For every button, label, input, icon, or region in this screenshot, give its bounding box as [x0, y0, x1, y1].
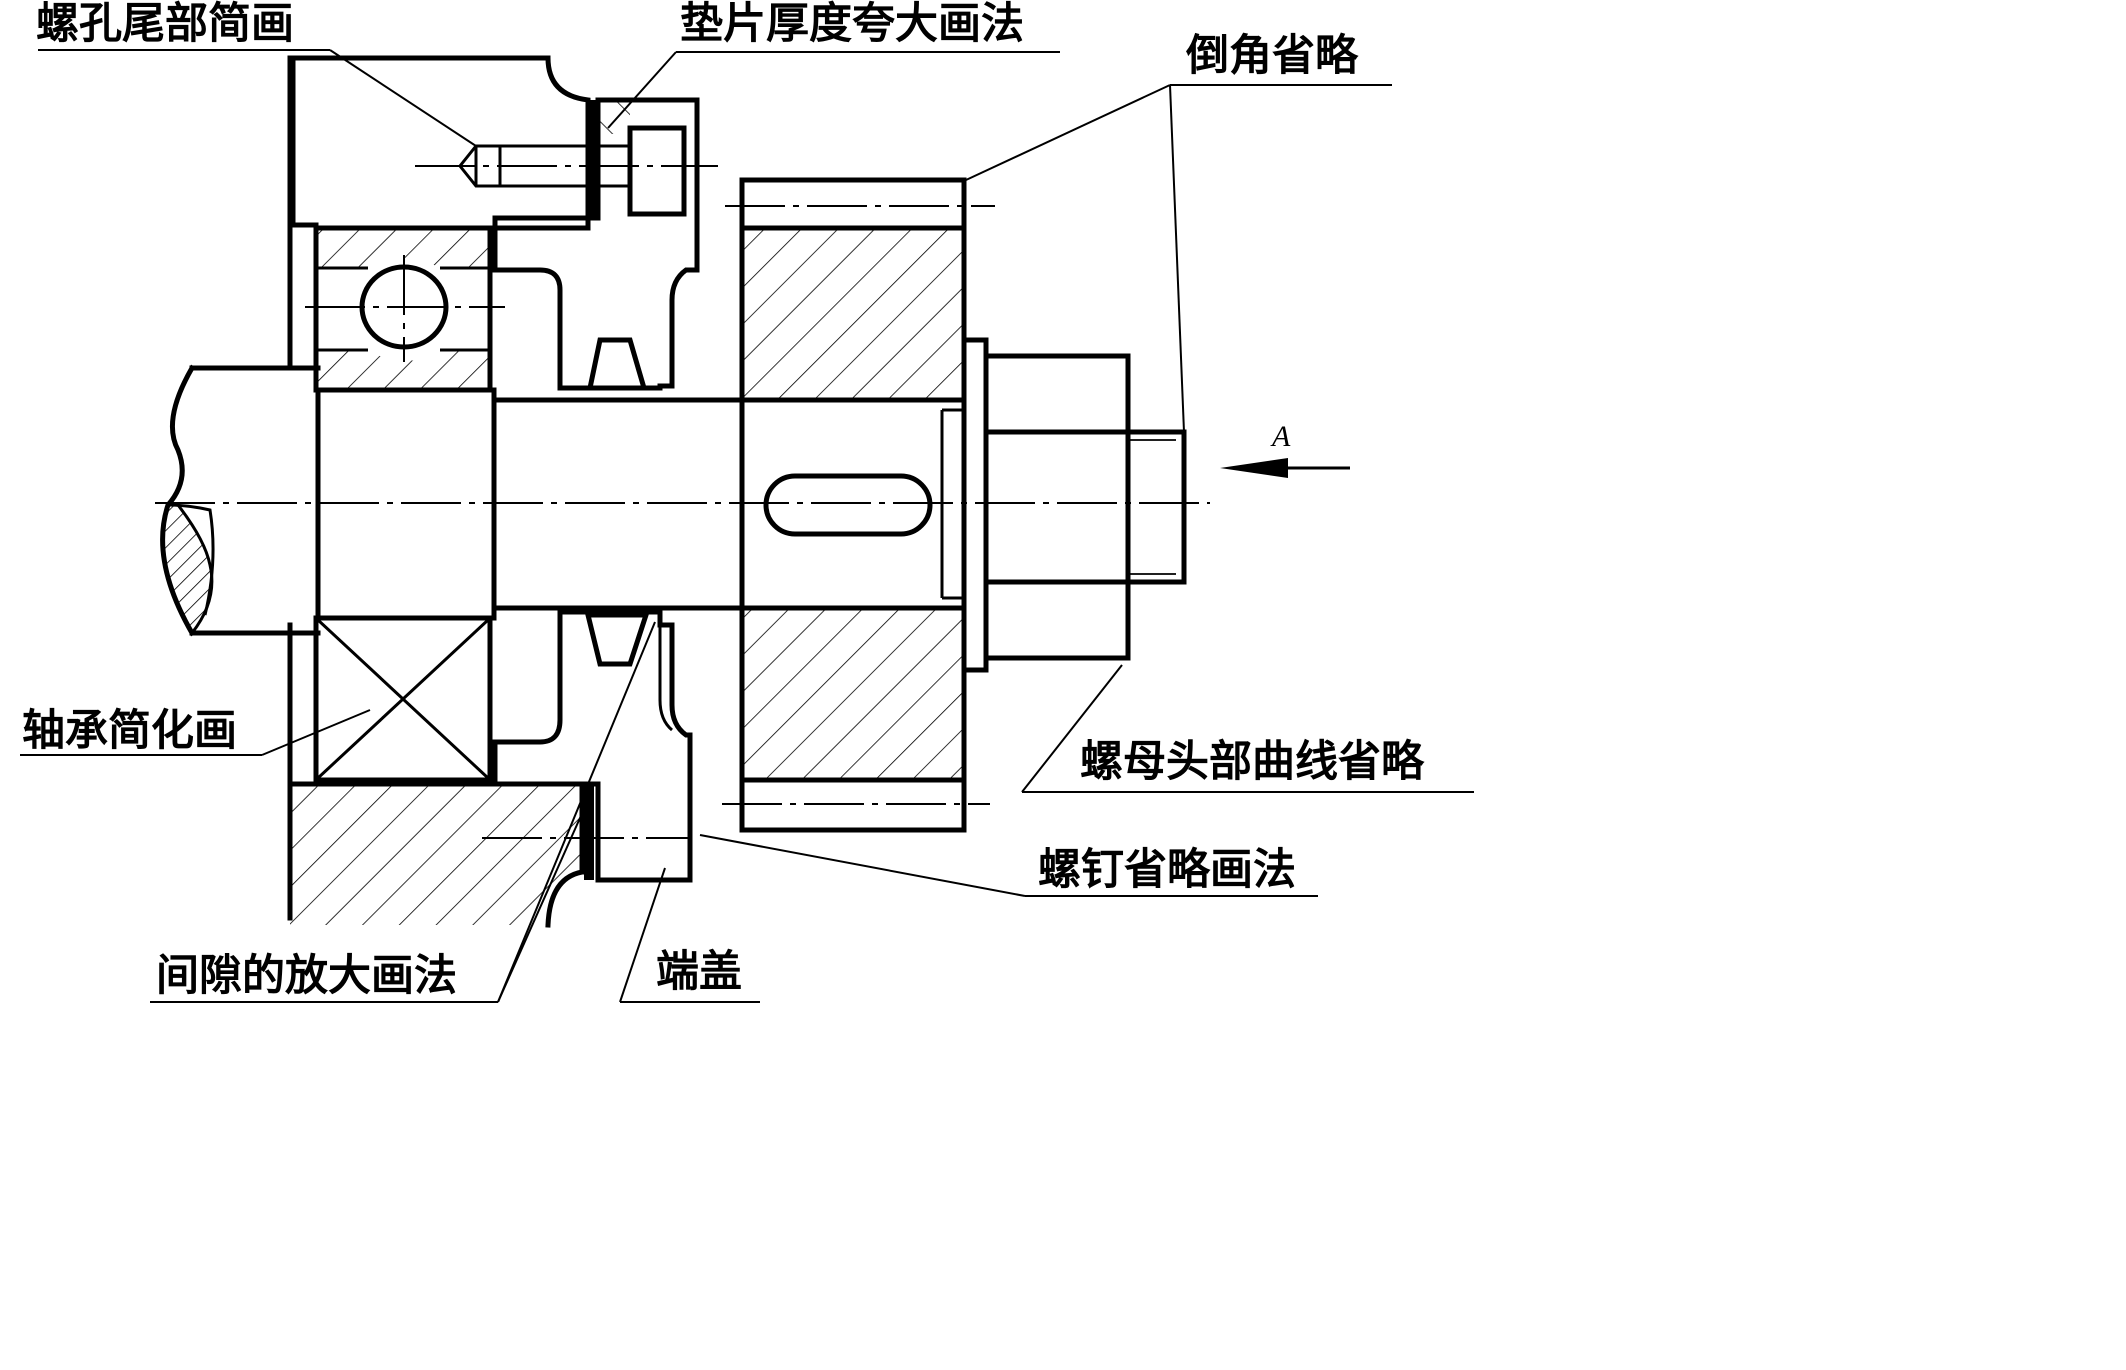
label-gap-enlarged: 间隙的放大画法: [156, 951, 457, 1001]
bearing: [305, 225, 505, 783]
label-screw-hole-end: 螺孔尾部简画: [36, 0, 294, 49]
housing-upper: [290, 55, 591, 231]
label-bearing-simplified: 轴承简化画: [22, 706, 237, 756]
keyway: [763, 473, 933, 537]
label-chamfer-omitted: 倒角省略: [1185, 31, 1359, 81]
label-nut-curve-omitted: 螺母头部曲线省略: [1080, 737, 1425, 787]
bearing-simplified: [313, 615, 493, 783]
nut-washer: [961, 337, 989, 673]
washer-and-screw: [415, 100, 718, 880]
screw-head: [627, 125, 687, 217]
bolt-end: [1125, 429, 1187, 585]
view-a-arrow: A: [1220, 420, 1350, 478]
nut-assembly: [961, 337, 1187, 673]
label-screw-omitted: 螺钉省略画法: [1038, 845, 1296, 895]
gear: [722, 177, 995, 833]
felt-seal: [584, 337, 650, 667]
end-cover: [492, 97, 700, 883]
washer: [588, 100, 598, 218]
nut: [983, 353, 1131, 661]
view-a-label: A: [1270, 420, 1291, 453]
shaft: [160, 364, 745, 637]
housing: [287, 55, 591, 928]
label-washer-exaggerated: 垫片厚度夸大画法: [680, 0, 1024, 49]
label-end-cover: 端盖: [656, 947, 742, 997]
annotations: 螺孔尾部简画 垫片厚度夸大画法 倒角省略 轴承简化画 螺母头部曲线省略 螺钉省略…: [20, 0, 1474, 1003]
assembly-drawing: A 螺孔尾部简画 垫片厚度夸大画法 倒角省略 轴承简化画 螺母头部曲线省略 螺钉…: [20, 0, 1474, 1003]
